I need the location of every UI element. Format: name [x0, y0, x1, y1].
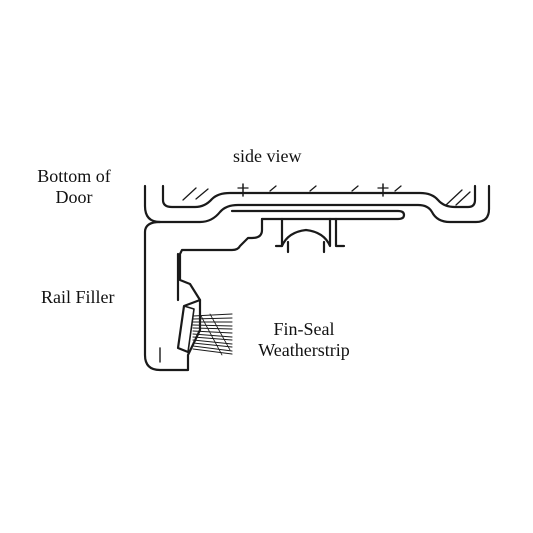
side-view-label: side view [233, 146, 302, 166]
fin-seal-label-line-2: Weatherstrip [258, 340, 350, 360]
bottom-of-door-label-line-2: Door [55, 187, 93, 207]
fin-seal-holder [176, 298, 202, 354]
fin-seal-label-line-1: Fin-Seal [273, 319, 335, 339]
filler-flange [230, 209, 406, 221]
weatherstrip-fins [192, 313, 233, 356]
mounting-clip [274, 217, 346, 254]
door-bottom-rail [143, 183, 491, 224]
bottom-of-door-label: Bottom of Door [27, 166, 121, 208]
rail-filler-body [143, 217, 264, 372]
fin-seal-label: Fin-Seal Weatherstrip [250, 319, 358, 361]
rail-filler-label: Rail Filler [41, 287, 115, 307]
bottom-of-door-label-line-1: Bottom of [37, 166, 111, 186]
